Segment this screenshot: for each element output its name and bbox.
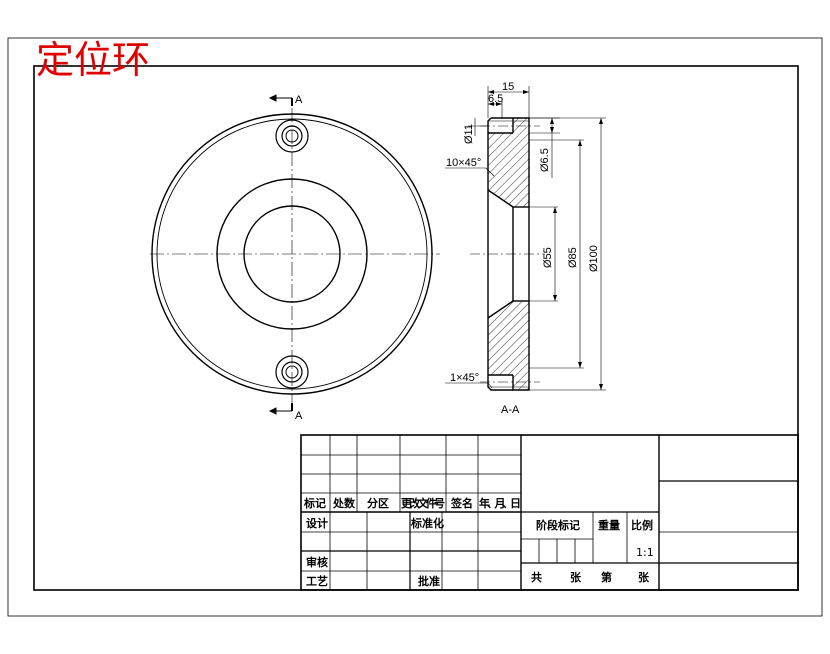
section-marker-top: A <box>295 94 303 106</box>
tb-design: 设计 <box>306 516 328 530</box>
dimension-lines <box>445 86 606 391</box>
section-label: A-A <box>501 404 520 416</box>
tb-total: 共 <box>531 570 542 584</box>
dim-width-total: 15 <box>502 81 514 93</box>
tb-change-doc: 更改文件号 <box>401 496 445 510</box>
dim-inner-diameter: Ø55 <box>542 247 554 268</box>
tb-mark: 标记 <box>303 496 326 510</box>
dim-chamfer-large: 10×45° <box>446 157 481 169</box>
tb-stage-mark: 阶段标记 <box>536 518 580 532</box>
tb-weight: 重量 <box>598 518 620 532</box>
dim-width-partial: 6.5 <box>488 93 503 105</box>
tb-signature: 签名 <box>450 496 473 510</box>
section-marker-bottom: A <box>295 410 303 422</box>
tb-count: 处数 <box>332 496 356 510</box>
section-view <box>470 117 545 391</box>
tb-scale: 比例 <box>631 518 653 532</box>
outer-frame <box>7 37 823 617</box>
dim-chamfer-small: 1×45° <box>450 372 479 384</box>
title-block <box>300 434 799 591</box>
tb-zone: 分区 <box>367 496 389 510</box>
dim-mid-diameter: Ø85 <box>567 247 579 268</box>
tb-process: 工艺 <box>306 574 328 588</box>
tb-page: 第 <box>601 570 612 584</box>
tb-sheets-2: 张 <box>638 570 650 584</box>
tb-standardize: 标准化 <box>410 516 444 530</box>
tb-date: 年、月、日 <box>479 496 521 510</box>
tb-sheets-1: 张 <box>570 570 582 584</box>
tb-review: 审核 <box>306 555 328 569</box>
drawing-title: 定位环 <box>36 38 150 82</box>
tb-scale-value: 1:1 <box>636 546 654 559</box>
dim-hole: Ø11 <box>463 124 475 144</box>
dim-outer-diameter: Ø100 <box>588 245 600 272</box>
dim-hole-small: Ø6.5 <box>539 148 551 172</box>
front-view <box>150 94 440 415</box>
dimension-arrows <box>488 90 603 390</box>
tb-approve: 批准 <box>418 574 440 588</box>
